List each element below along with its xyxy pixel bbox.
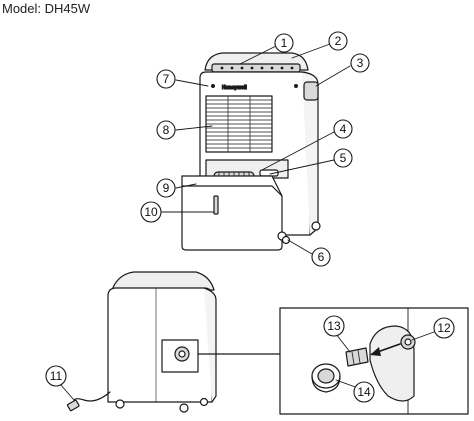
svg-text:10: 10 xyxy=(144,205,158,219)
callout-10: 10 xyxy=(140,201,162,223)
indicator-light xyxy=(211,84,215,88)
svg-text:5: 5 xyxy=(340,151,347,165)
rear-top xyxy=(111,271,215,291)
svg-text:9: 9 xyxy=(163,181,170,195)
svg-text:6: 6 xyxy=(318,250,325,264)
water-level-window xyxy=(213,195,219,215)
svg-text:2: 2 xyxy=(335,34,342,48)
rear-view-unit xyxy=(66,271,281,413)
callout-3: 3 xyxy=(350,53,370,73)
svg-text:11: 11 xyxy=(50,369,63,383)
svg-text:8: 8 xyxy=(163,123,170,137)
svg-text:12: 12 xyxy=(437,321,451,335)
callout-13: 13 xyxy=(323,315,345,337)
callout-7: 7 xyxy=(156,69,176,89)
callout-12: 12 xyxy=(433,317,455,339)
model-label: Model: DH45W xyxy=(2,1,91,16)
callout-1: 1 xyxy=(274,33,294,53)
callout-4: 4 xyxy=(333,119,353,139)
callout-6: 6 xyxy=(311,247,331,267)
power-plug xyxy=(66,399,80,412)
callout-8: 8 xyxy=(156,120,176,140)
side-handle xyxy=(303,81,319,101)
svg-text:14: 14 xyxy=(357,385,371,399)
control-panel xyxy=(211,63,301,73)
svg-text:4: 4 xyxy=(340,122,347,136)
svg-text:7: 7 xyxy=(163,72,170,86)
front-view-unit: Honeywell xyxy=(181,52,321,251)
svg-text:3: 3 xyxy=(357,56,364,70)
callout-5: 5 xyxy=(333,148,353,168)
callout-leaders-detail xyxy=(59,331,435,401)
callout-2: 2 xyxy=(328,31,348,51)
drain-detail-inset xyxy=(279,307,469,415)
brand-logo: Honeywell xyxy=(222,85,247,91)
callouts: 1 2 3 4 5 6 7 8 xyxy=(45,31,455,403)
svg-text:13: 13 xyxy=(327,319,341,333)
callout-9: 9 xyxy=(156,178,176,198)
water-bucket xyxy=(181,175,283,251)
power-cord xyxy=(73,391,111,405)
callout-11: 11 xyxy=(45,365,67,387)
svg-text:1: 1 xyxy=(281,36,288,50)
callout-leaders-front xyxy=(161,43,351,255)
caster-right xyxy=(311,221,321,231)
callout-14: 14 xyxy=(353,381,375,403)
hose-connector xyxy=(345,347,369,367)
